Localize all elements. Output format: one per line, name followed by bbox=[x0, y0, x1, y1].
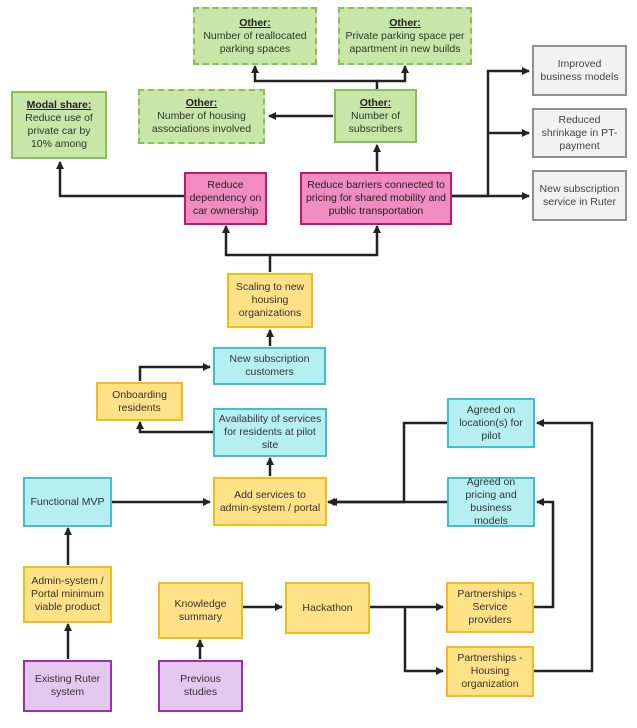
arrow-dependency-to-modalshare bbox=[56, 161, 184, 198]
arrow-service-to-pricing bbox=[534, 498, 555, 609]
node-title: Other: bbox=[185, 97, 218, 109]
node-functional-mvp: Functional MVP bbox=[23, 477, 112, 527]
node-text: Knowledge summary bbox=[174, 597, 227, 623]
node-scaling: Scaling to new housing organizations bbox=[227, 273, 313, 328]
node-text: Number of housing associations involved bbox=[151, 110, 252, 135]
node-text: Agreed on pricing and business models bbox=[465, 476, 517, 527]
node-text: Scaling to new housing organizations bbox=[235, 281, 305, 319]
node-knowledge-summary: Knowledge summary bbox=[158, 582, 243, 639]
node-text: Number of subscribers bbox=[348, 109, 403, 135]
node-text: Reduce barriers connected to pricing for… bbox=[305, 179, 447, 217]
node-title: Modal share: bbox=[26, 99, 92, 111]
node-admin-system-mvp: Admin-system / Portal minimum viable pro… bbox=[23, 566, 112, 623]
node-title: Other: bbox=[389, 16, 421, 29]
node-new-subscription-customers: New subscription customers bbox=[213, 347, 326, 385]
arrow-onboarding-to-newcustomers bbox=[138, 363, 211, 381]
node-subscribers: Other: Number of subscribers bbox=[334, 89, 417, 143]
node-text: Hackathon bbox=[302, 601, 353, 614]
node-text: Partnerships - Service providers bbox=[457, 588, 523, 626]
node-agreed-location: Agreed on location(s) for pilot bbox=[447, 398, 535, 448]
node-title: Other: bbox=[239, 16, 271, 29]
node-onboarding-residents: Onboarding residents bbox=[96, 382, 183, 421]
node-parking-per-apartment: Other: Private parking space per apartme… bbox=[338, 7, 472, 65]
node-text: Number of reallocated parking spaces bbox=[203, 29, 307, 55]
arrow-subscribers-to-reallocated bbox=[251, 65, 379, 89]
node-previous-studies: Previous studies bbox=[158, 660, 243, 712]
node-housing-associations: Other: Number of housing associations in… bbox=[138, 89, 265, 144]
node-text: Partnerships - Housing organization bbox=[457, 652, 523, 690]
node-existing-ruter-system: Existing Ruter system bbox=[23, 660, 112, 712]
node-text: Onboarding residents bbox=[112, 388, 167, 414]
arrow-location-to-addservices bbox=[327, 421, 447, 506]
node-hackathon: Hackathon bbox=[285, 582, 370, 634]
node-add-services: Add services to admin-system / portal bbox=[213, 477, 327, 526]
node-reduced-shrinkage: Reduced shrinkage in PT-payment bbox=[532, 108, 627, 158]
node-text: Agreed on location(s) for pilot bbox=[459, 403, 523, 442]
node-text: Admin-system / Portal minimum viable pro… bbox=[31, 575, 104, 613]
arrow-scaling-to-dependency bbox=[222, 225, 272, 272]
node-text: New subscription customers bbox=[229, 353, 310, 378]
node-text: Previous studies bbox=[180, 673, 221, 698]
arrow-subscribers-to-parking bbox=[377, 65, 409, 83]
node-text: Reduce dependency on car ownership bbox=[189, 179, 262, 217]
node-text: Private parking space per apartment in n… bbox=[345, 29, 465, 55]
node-new-subscription-service: New subscription service in Ruter bbox=[532, 170, 627, 221]
arrow-availability-to-onboarding bbox=[136, 421, 213, 434]
node-text: Improved business models bbox=[540, 57, 619, 83]
arrow-housing-to-location bbox=[534, 419, 594, 673]
node-title: Other: bbox=[359, 96, 392, 109]
node-text: Add services to admin-system / portal bbox=[219, 488, 321, 514]
node-modal-share: Modal share: Reduce use of private car b… bbox=[11, 91, 107, 159]
node-agreed-pricing: Agreed on pricing and business models bbox=[447, 476, 535, 527]
node-text: Availability of services for residents a… bbox=[218, 413, 322, 451]
node-text: Reduce use of private car by 10% among bbox=[25, 112, 93, 150]
arrow-hackathon-to-housing bbox=[403, 607, 444, 675]
node-partnerships-housing: Partnerships - Housing organization bbox=[446, 646, 534, 697]
node-text: Functional MVP bbox=[30, 495, 105, 508]
node-improved-business-models: Improved business models bbox=[532, 45, 627, 96]
node-reallocated-parking: Other: Number of reallocated parking spa… bbox=[193, 7, 317, 65]
node-text: Existing Ruter system bbox=[34, 673, 101, 698]
node-partnerships-service: Partnerships - Service providers bbox=[446, 582, 534, 633]
node-text: New subscription service in Ruter bbox=[539, 182, 620, 208]
node-text: Reduced shrinkage in PT-payment bbox=[541, 113, 618, 152]
node-reduce-barriers: Reduce barriers connected to pricing for… bbox=[300, 172, 452, 225]
node-reduce-dependency: Reduce dependency on car ownership bbox=[184, 172, 267, 225]
node-availability-of-services: Availability of services for residents a… bbox=[213, 408, 327, 457]
arrow-scaling-to-barriers bbox=[270, 225, 381, 257]
